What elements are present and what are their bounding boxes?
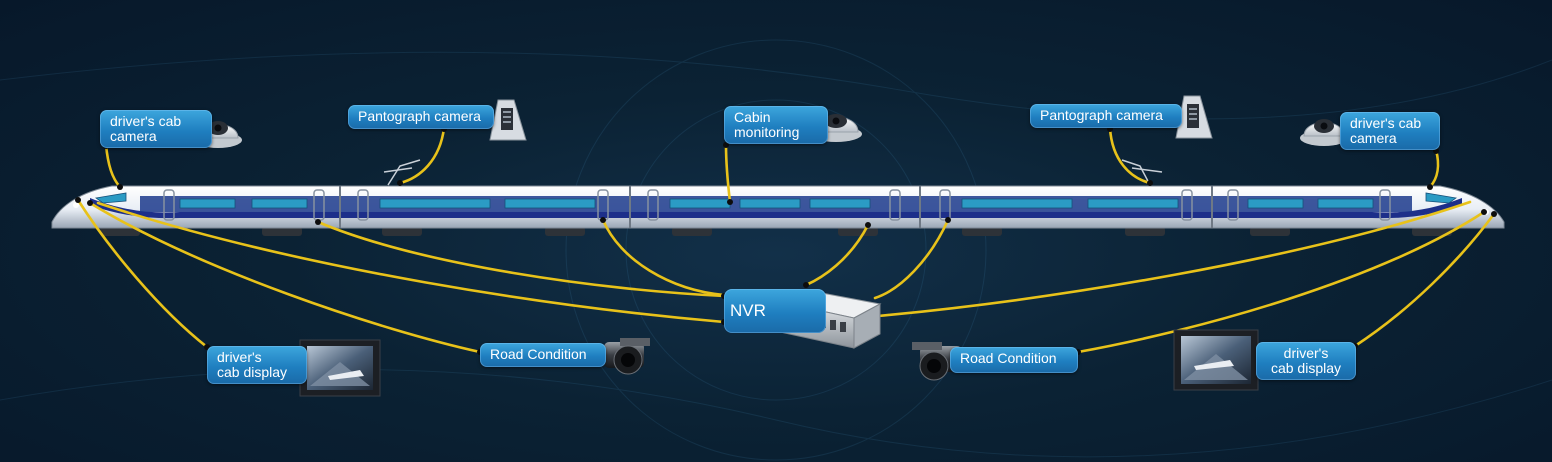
- cable-panto-right: [1108, 126, 1152, 185]
- cable-nvr-l4: [804, 223, 870, 287]
- cable-cabcam-right: [1428, 148, 1440, 189]
- cable-nvr-l2: [316, 220, 726, 298]
- cable-display-right: [1353, 212, 1496, 348]
- cab-display-icon: [299, 339, 381, 397]
- cab-display-icon: [1173, 329, 1259, 391]
- cable-nvr-r2: [876, 200, 1472, 318]
- cable-cabin: [724, 143, 732, 204]
- pantograph-camera-left-label: Pantograph camera: [348, 105, 494, 129]
- train-stripe: [90, 198, 1462, 219]
- pantograph-camera-icon: [489, 99, 527, 141]
- cabin-monitoring-label: Cabin monitoring: [724, 106, 828, 144]
- pantograph-right: [1121, 159, 1163, 186]
- pantograph-camera-right-label: Pantograph camera: [1030, 104, 1182, 128]
- train-windows: [94, 192, 1458, 209]
- cables: [76, 126, 1496, 354]
- train-doors: [163, 189, 1391, 221]
- cable-nvr-l1: [96, 201, 726, 324]
- dome-camera-icon: [1300, 119, 1348, 146]
- train: [51, 159, 1505, 236]
- cable-panto-left: [398, 126, 446, 185]
- cable-roadcond-right: [1076, 210, 1486, 354]
- background-decoration: [0, 39, 1552, 461]
- cable-roadcond-left: [88, 201, 482, 354]
- cable-cabcam-left: [104, 143, 122, 189]
- cable-nvr-r1: [873, 218, 950, 300]
- train-bogies: [100, 227, 1452, 236]
- train-car-joints: [339, 186, 1213, 228]
- drivers-cab-display-right-label: driver's cab display: [1256, 342, 1356, 380]
- road-condition-right-label: Road Condition: [950, 347, 1078, 373]
- pantograph-left: [383, 159, 421, 186]
- drivers-cab-camera-right-label: driver's cab camera: [1340, 112, 1440, 150]
- road-condition-left-label: Road Condition: [480, 343, 606, 367]
- drivers-cab-camera-left-label: driver's cab camera: [100, 110, 212, 148]
- cable-nvr-l3: [601, 218, 726, 297]
- drivers-cab-display-left-label: driver's cab display: [207, 346, 307, 384]
- bullet-camera-icon: [604, 338, 650, 375]
- cable-display-left: [76, 198, 209, 349]
- nvr-label: NVR: [724, 289, 826, 333]
